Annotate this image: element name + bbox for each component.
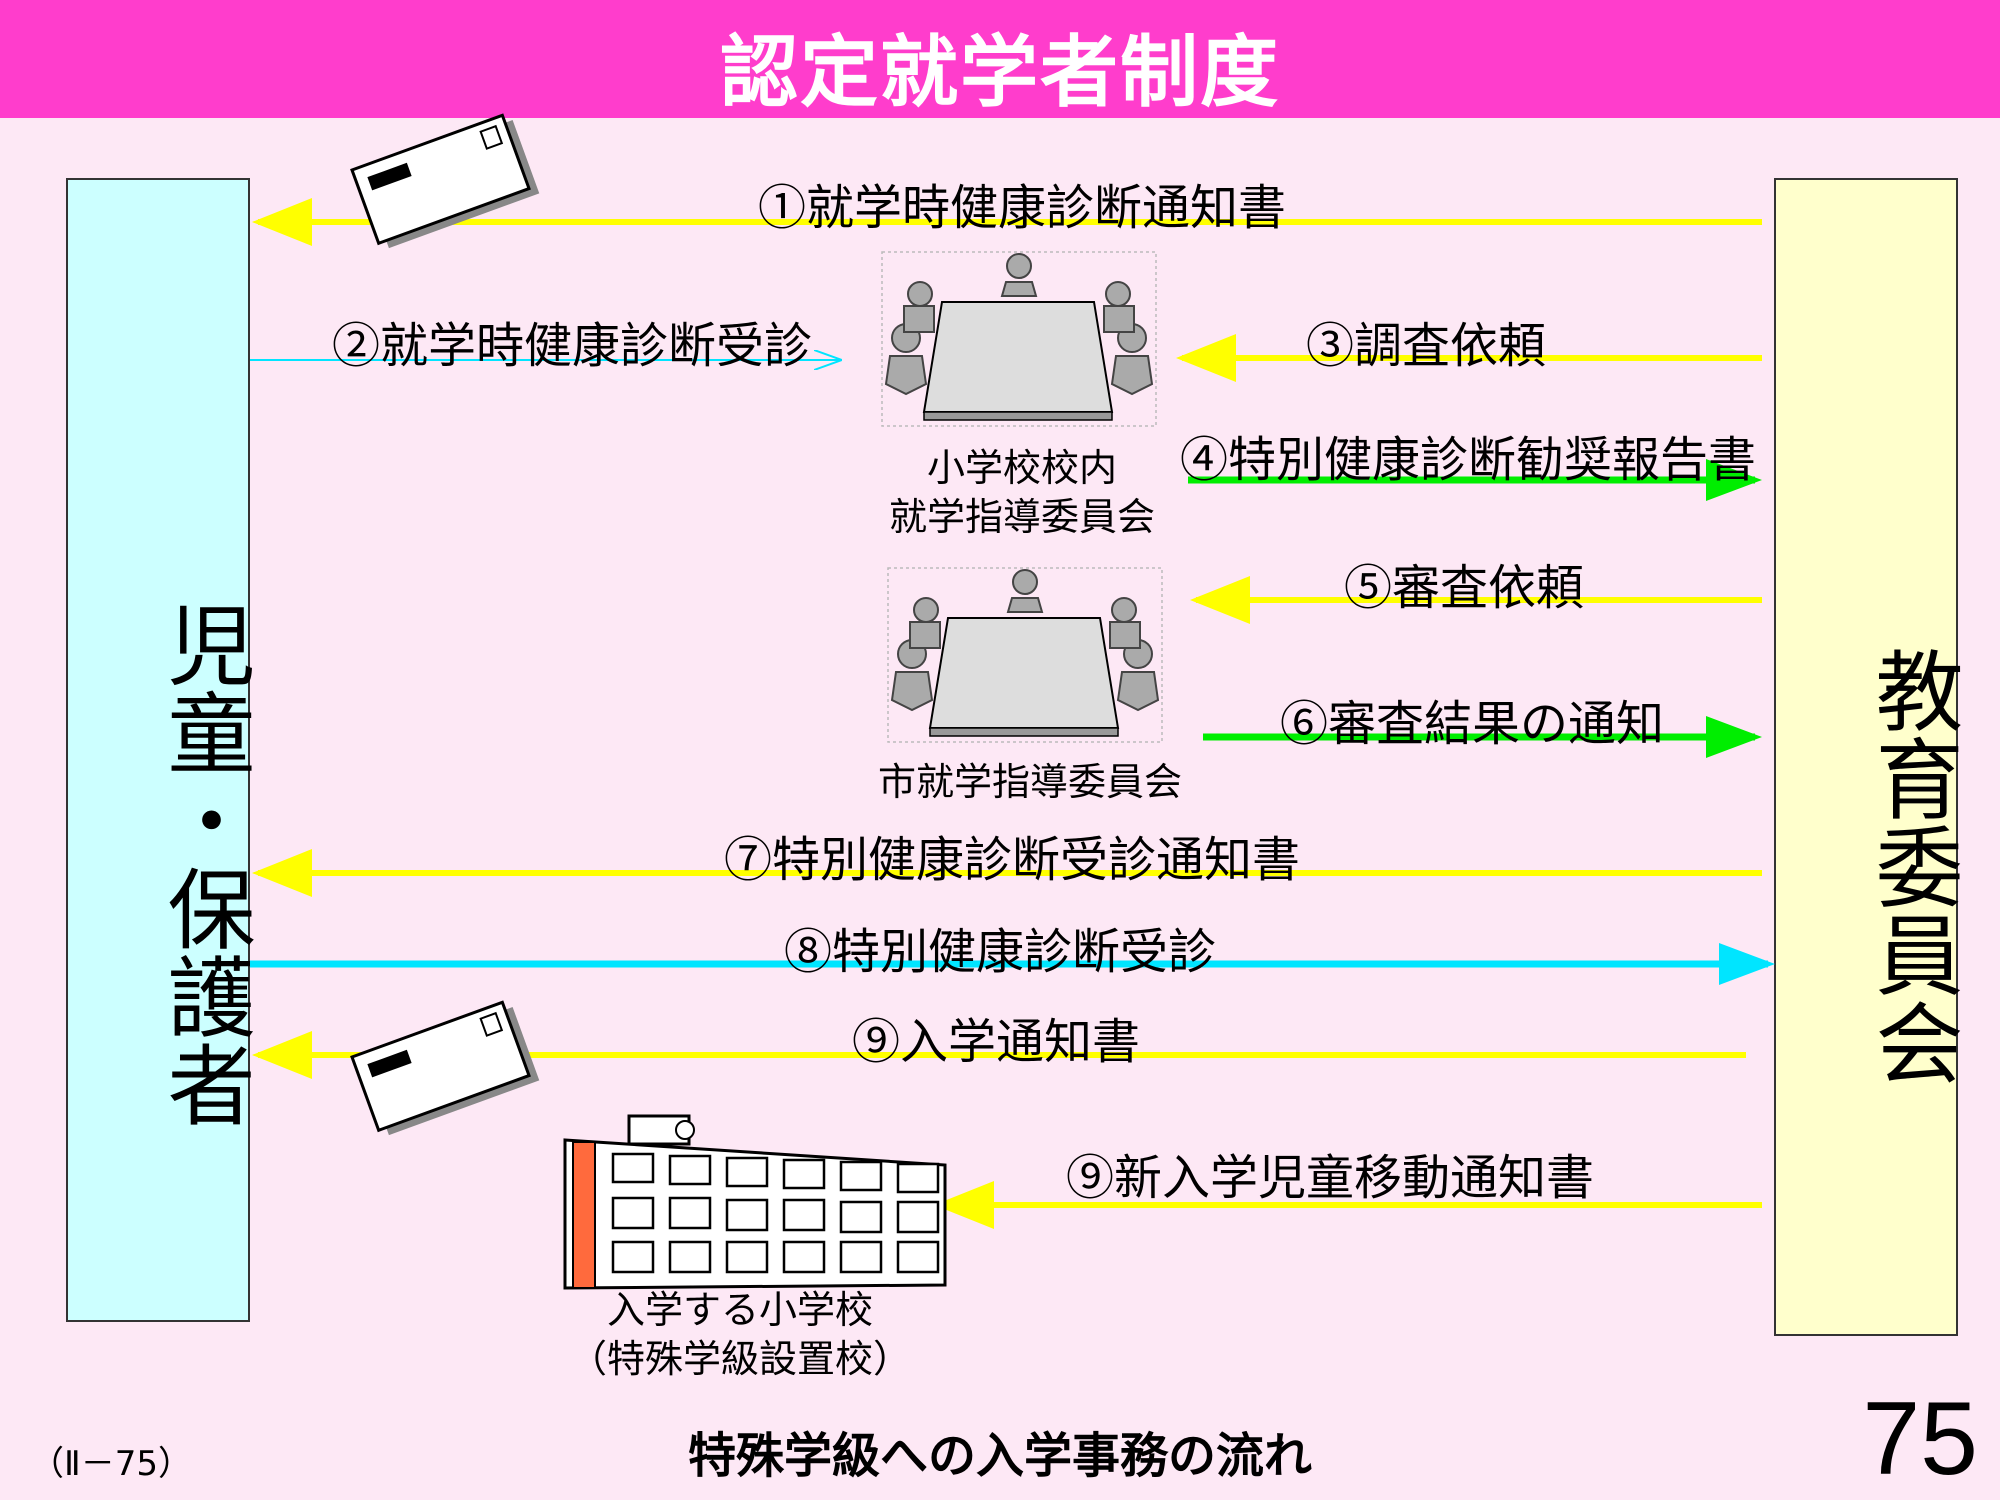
diagram-subtitle: 特殊学級への入学事務の流れ [687,1428,1312,1484]
step-8-label: ⑧特別健康診断受診 [784,924,1217,980]
step-5-label: ⑤審査依頼 [1344,560,1585,616]
step-9a-label: ⑨入学通知書 [852,1014,1141,1070]
envelope-icon [350,113,540,249]
step-1-label: ①就学時健康診断通知書 [758,180,1287,236]
meeting-table-icon [881,251,1157,427]
step-4-label: ④特別健康診断勧奨報告書 [1180,432,1757,488]
envelope-icon [350,1000,540,1136]
step-7-label: ⑦特別健康診断受診通知書 [724,832,1301,888]
step-2-label: ②就学時健康診断受診 [332,318,813,374]
children-guardians-box: 児童・保護者 [66,178,256,1322]
school-caption-line2: （特殊学級設置校） [568,1337,911,1382]
reference-code: （Ⅱ－75） [30,1444,192,1484]
children-guardians-label: 児童・保護者 [153,600,256,1128]
school-committee-caption: 小学校校内 就学指導委員会 [842,444,1202,543]
step-6-label: ⑥審査結果の通知 [1280,696,1665,752]
board-of-education-box: 教育委員会 [1774,178,1964,1336]
school-committee-caption-line1: 小学校校内 [926,446,1117,490]
board-of-education-label: 教育委員会 [1861,646,1964,1086]
school-committee-caption-line2: 就学指導委員会 [888,495,1155,540]
step-9b-label: ⑨新入学児童移動通知書 [1066,1150,1595,1206]
title-bar [0,0,2000,118]
step-3-label: ③調査依頼 [1306,318,1547,374]
page-title: 認定就学者制度 [719,28,1280,118]
page-number: 75 [1862,1381,1978,1497]
meeting-table-icon [887,567,1163,743]
city-committee-caption: 市就学指導委員会 [877,760,1182,804]
school-caption-line1: 入学する小学校 [606,1288,873,1332]
school-building-icon [563,1114,947,1290]
school-caption: 入学する小学校 （特殊学級設置校） [540,1286,940,1385]
